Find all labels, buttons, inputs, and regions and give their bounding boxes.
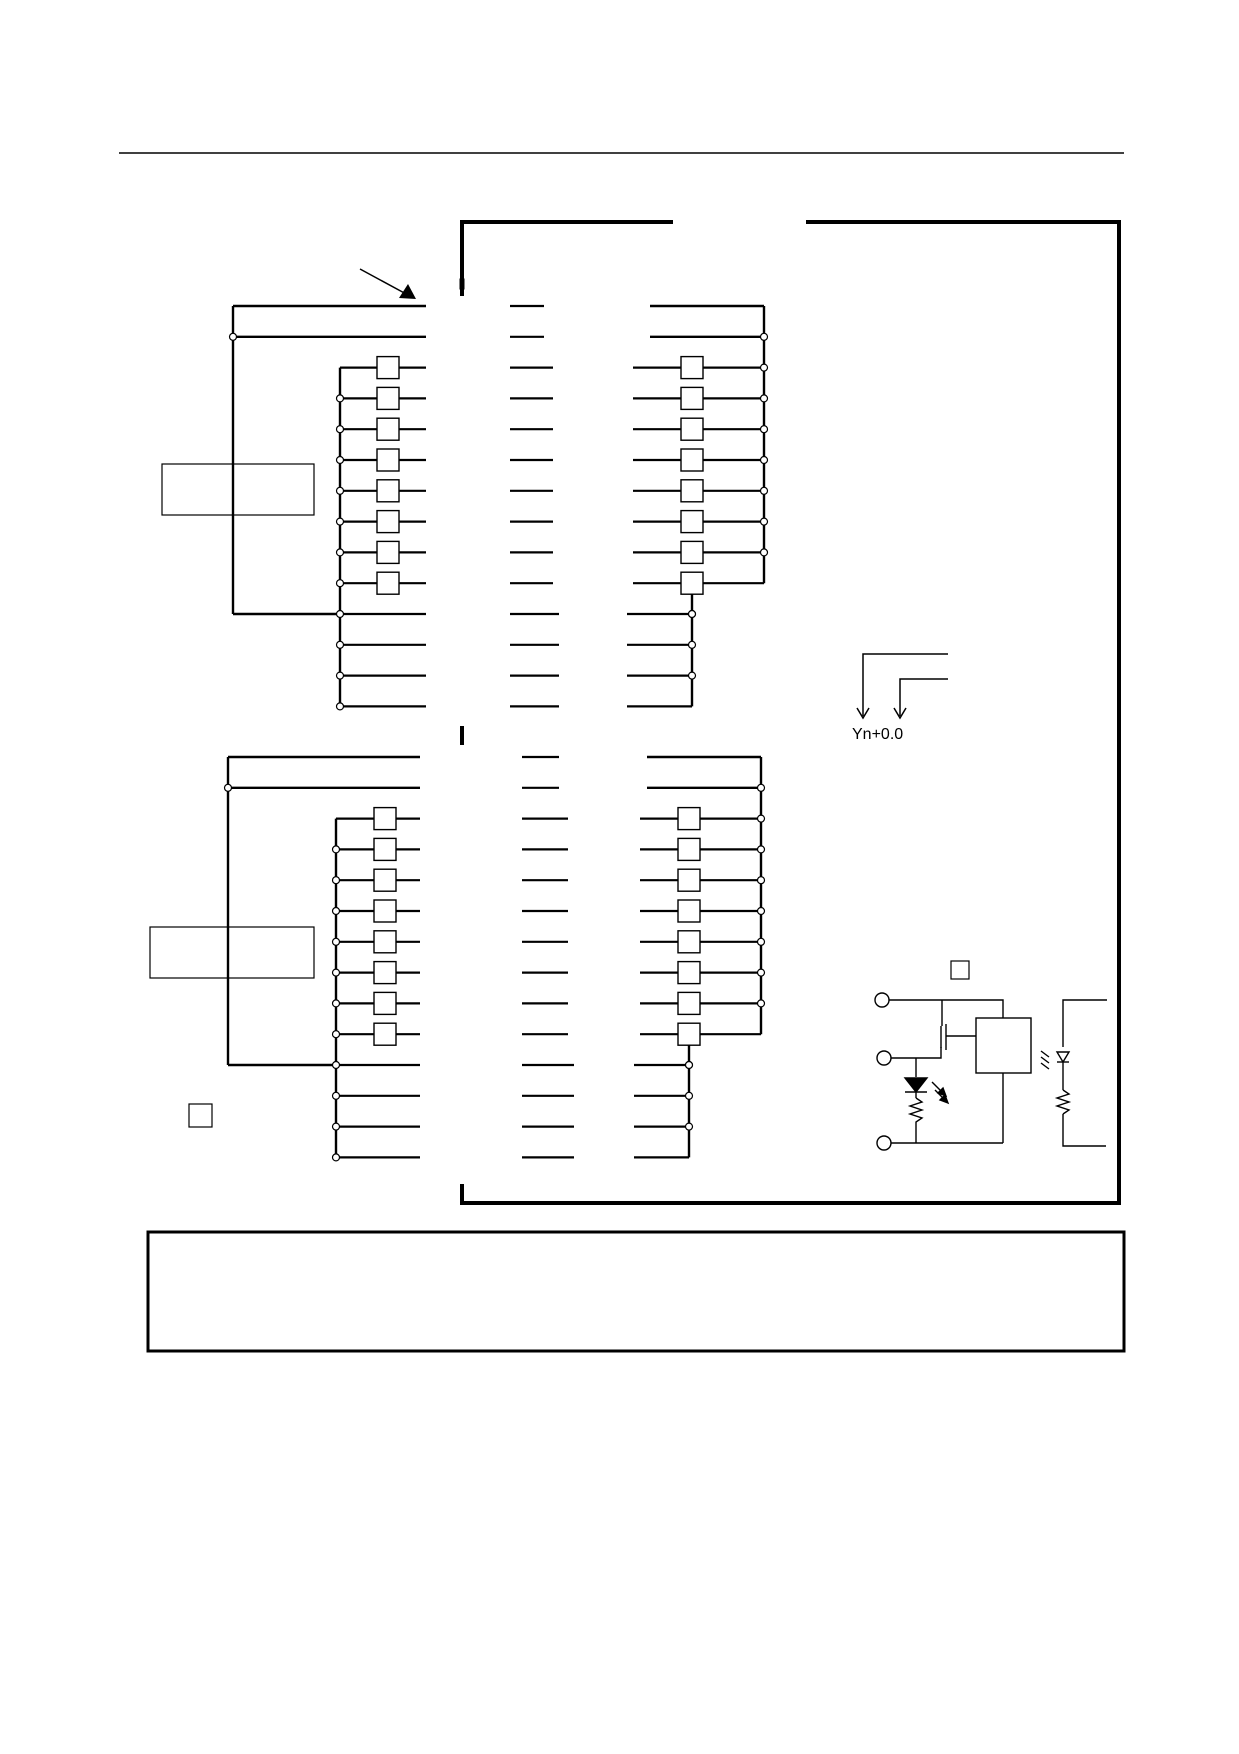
output-indicator <box>856 653 948 720</box>
load-box-right <box>677 837 701 862</box>
terminal <box>876 1135 892 1151</box>
load-box-left <box>373 960 397 985</box>
load-box-right <box>677 899 701 923</box>
junction-dot <box>759 425 769 434</box>
junction-dot <box>759 548 769 557</box>
module-frame <box>459 220 1121 1205</box>
junction-dot <box>331 1091 341 1100</box>
junction-dot <box>756 968 766 977</box>
load-box-right <box>680 509 704 534</box>
junction-dot <box>759 486 769 495</box>
junction-dot <box>759 363 769 372</box>
load-box-right <box>677 806 701 831</box>
junction-dot <box>335 455 345 465</box>
load-box-left <box>373 868 397 892</box>
junction-dot <box>223 783 233 792</box>
load-box-left <box>376 355 400 380</box>
load-box-left <box>376 386 400 411</box>
junction-dot <box>335 425 345 434</box>
load-box-right <box>680 386 704 411</box>
junction-dot <box>331 1030 341 1039</box>
load-box-left <box>376 571 400 595</box>
terminal <box>876 1050 892 1066</box>
junction-dot <box>228 332 238 341</box>
junction-dot <box>331 937 341 946</box>
load-box-right <box>677 991 701 1016</box>
junction-dot <box>759 517 769 526</box>
junction-dot <box>331 845 341 854</box>
terminal <box>874 992 890 1008</box>
load-box-right <box>677 868 701 892</box>
load-box-left <box>373 806 397 831</box>
junction-dot <box>335 609 345 619</box>
load-box-right <box>677 930 701 954</box>
junction-dot <box>331 999 341 1008</box>
load-box-right <box>680 540 704 565</box>
junction-dot <box>331 906 341 916</box>
junction-dot <box>331 1153 341 1162</box>
load-box-left <box>373 837 397 862</box>
load-box-left <box>373 991 397 1016</box>
load-box-right <box>680 417 704 441</box>
junction-dot <box>331 1060 341 1070</box>
junction-dot <box>756 876 766 885</box>
load-box-right <box>680 571 704 595</box>
connector-blocks <box>223 304 769 1162</box>
load-box-left <box>376 509 400 534</box>
junction-dot <box>335 671 345 680</box>
junction-dot <box>756 783 766 792</box>
load-box-right <box>680 448 704 472</box>
junction-dot <box>756 845 766 854</box>
load-box-right <box>677 1022 701 1046</box>
junction-dot <box>331 1122 341 1131</box>
lower-label-box <box>149 926 315 979</box>
junction-dot <box>331 968 341 977</box>
junction-dot <box>759 455 769 465</box>
load-box-left <box>373 899 397 923</box>
junction-dot <box>687 609 697 619</box>
marker-square <box>950 960 970 980</box>
junction-dot <box>684 1060 694 1070</box>
output-circuit <box>874 992 1107 1151</box>
led <box>903 1077 929 1094</box>
junction-dot <box>335 548 345 557</box>
junction-dot <box>684 1091 694 1100</box>
load-box-right <box>677 960 701 985</box>
junction-dot <box>684 1122 694 1131</box>
load-box-right <box>680 355 704 380</box>
load-box-left <box>373 930 397 954</box>
junction-dot <box>335 486 345 495</box>
load-box-left <box>376 479 400 503</box>
junction-dot <box>335 702 345 711</box>
junction-dot <box>756 937 766 946</box>
junction-dot <box>335 579 345 588</box>
pointer-arrow <box>359 268 416 299</box>
output-label: Yn+0.0 <box>852 726 903 743</box>
load-box-left <box>376 540 400 565</box>
junction-dot <box>756 814 766 823</box>
note-box <box>146 1230 1126 1353</box>
junction-dot <box>687 671 697 680</box>
junction-dot <box>335 517 345 526</box>
junction-dot <box>331 876 341 885</box>
junction-dot <box>756 906 766 916</box>
junction-dot <box>335 394 345 403</box>
photocoupler <box>975 1017 1032 1074</box>
marker-square <box>188 1103 213 1128</box>
load-box-left <box>376 417 400 441</box>
junction-dot <box>759 394 769 403</box>
load-box-right <box>680 479 704 503</box>
junction-dot <box>759 332 769 341</box>
junction-dot <box>335 640 345 649</box>
load-box-left <box>376 448 400 472</box>
junction-dot <box>687 640 697 649</box>
upper-label-box <box>161 463 315 516</box>
junction-dot <box>756 999 766 1008</box>
load-box-left <box>373 1022 397 1046</box>
